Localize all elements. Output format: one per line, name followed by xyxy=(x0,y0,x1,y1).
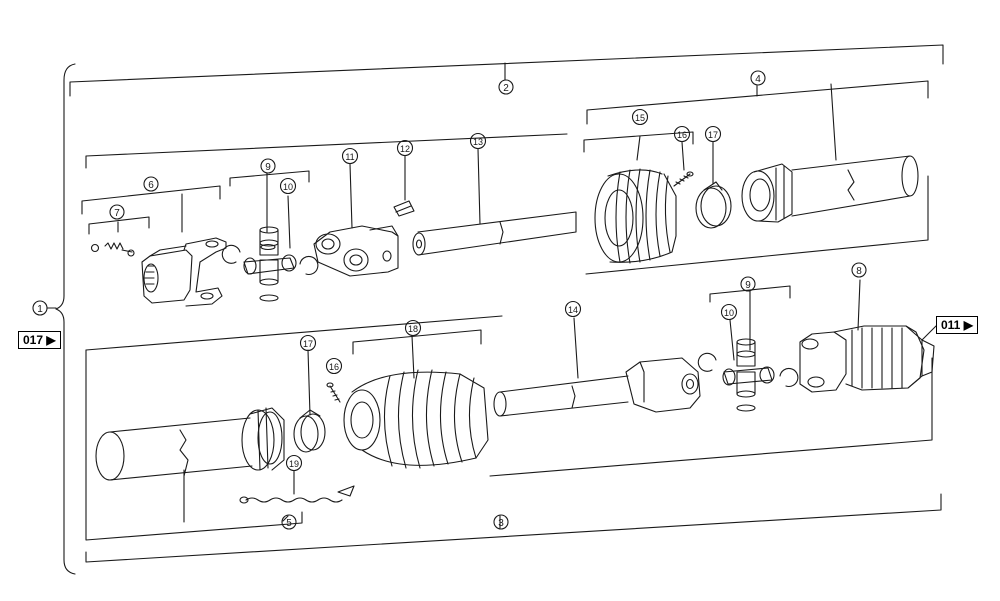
callout-16-upper: 16 xyxy=(673,125,691,143)
part-15-bellows xyxy=(594,168,677,264)
part-16-screw-upper xyxy=(673,171,694,187)
bracket-upper-left xyxy=(85,133,568,169)
callout-15: 15 xyxy=(631,108,649,126)
callout-16-lower: 16 xyxy=(325,357,343,375)
svg-text:4: 4 xyxy=(755,74,761,85)
callout-10-upper: 10 xyxy=(279,177,297,195)
ref-label-017: 017 xyxy=(23,333,44,347)
circlip-left-upper xyxy=(221,244,241,264)
svg-text:16: 16 xyxy=(677,130,687,140)
svg-text:10: 10 xyxy=(724,308,734,318)
ref-link-017[interactable]: 017 ▶ xyxy=(18,331,61,349)
svg-text:17: 17 xyxy=(303,339,313,349)
svg-text:2: 2 xyxy=(503,83,509,94)
part-11-inner-yoke xyxy=(313,225,399,277)
svg-text:17: 17 xyxy=(708,130,718,140)
callout-2: 2 xyxy=(498,79,514,95)
part-17-bearing-ring-upper xyxy=(695,181,732,229)
svg-text:12: 12 xyxy=(400,144,410,154)
circlip-right-lower xyxy=(779,367,799,388)
bracket-assembly-1 xyxy=(55,63,76,575)
callout-17-lower: 17 xyxy=(299,334,317,352)
bracket-7 xyxy=(88,216,150,235)
svg-text:15: 15 xyxy=(635,113,645,123)
svg-text:19: 19 xyxy=(289,459,299,469)
callout-18: 18 xyxy=(404,319,422,337)
bracket-3 xyxy=(85,493,942,563)
svg-text:7: 7 xyxy=(114,208,120,219)
svg-text:5: 5 xyxy=(286,518,292,529)
bracket-18 xyxy=(352,329,482,355)
bracket-15 xyxy=(583,131,694,153)
svg-text:1: 1 xyxy=(37,304,43,315)
part-16-screw-lower xyxy=(326,382,341,403)
circlip-left-lower xyxy=(697,352,717,372)
callout-5: 5 xyxy=(281,514,297,530)
callout-13: 13 xyxy=(469,132,487,150)
bracket-6 xyxy=(81,185,221,215)
circlip-right-upper xyxy=(299,255,319,276)
callout-8: 8 xyxy=(851,262,867,278)
callout-19: 19 xyxy=(285,454,303,472)
svg-text:14: 14 xyxy=(568,305,578,315)
callout-9-upper: 9 xyxy=(260,158,276,174)
part-4-outer-guard xyxy=(741,155,919,223)
part-7-pin-set xyxy=(90,242,135,257)
callout-14: 14 xyxy=(564,300,582,318)
svg-text:13: 13 xyxy=(473,137,483,147)
callout-4: 4 xyxy=(750,70,766,86)
callout-9-lower: 9 xyxy=(740,276,756,292)
arrow-right-icon: ▶ xyxy=(963,318,973,332)
part-5-outer-guard-lower xyxy=(95,407,285,481)
callout-7: 7 xyxy=(109,204,125,220)
bracket-9-upper xyxy=(229,170,310,187)
part-6-yoke xyxy=(141,237,227,307)
callout-3: 3 xyxy=(493,514,509,530)
callout-12: 12 xyxy=(396,139,414,157)
part-13-inner-tube xyxy=(412,211,577,256)
bracket-2 xyxy=(69,44,944,97)
svg-text:8: 8 xyxy=(856,266,862,277)
part-8-outer-yoke xyxy=(799,325,935,393)
ref-link-011[interactable]: 011 ▶ xyxy=(936,316,978,334)
svg-text:11: 11 xyxy=(345,152,354,162)
svg-text:10: 10 xyxy=(283,182,293,192)
svg-text:6: 6 xyxy=(148,180,154,191)
ref-label-011: 011 xyxy=(941,318,961,332)
svg-text:18: 18 xyxy=(408,324,418,334)
callout-11: 11 xyxy=(341,147,359,165)
part-9-cross-journal-lower xyxy=(722,338,775,412)
part-9-cross-journal-upper xyxy=(243,226,297,302)
callout-1: 1 xyxy=(32,300,48,316)
callout-6: 6 xyxy=(143,176,159,192)
part-19-safety-chain xyxy=(239,485,355,504)
callout-17-upper: 17 xyxy=(704,125,722,143)
svg-text:9: 9 xyxy=(265,162,271,173)
svg-text:3: 3 xyxy=(498,518,504,529)
part-12-roll-pin xyxy=(393,200,415,217)
callout-10-lower: 10 xyxy=(720,303,738,321)
arrow-right-icon: ▶ xyxy=(46,333,56,347)
part-18-large-bellows xyxy=(343,369,489,469)
part-14-inner-tube-lower xyxy=(493,357,701,417)
part-17-bearing-ring-lower xyxy=(293,409,326,453)
svg-text:16: 16 xyxy=(329,362,339,372)
svg-text:9: 9 xyxy=(745,280,751,291)
